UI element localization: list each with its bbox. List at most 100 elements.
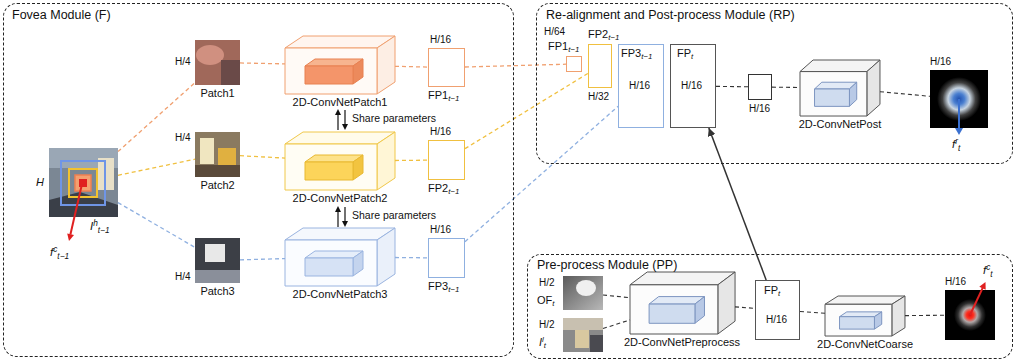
superscript: c [986, 263, 990, 272]
projection-line [240, 156, 285, 158]
input-image: H/2Ilt [563, 318, 603, 352]
convnet-cube [285, 228, 395, 286]
heatmap-ground [930, 70, 988, 128]
dimension-label: H/4 [175, 132, 191, 144]
text-run: I [539, 336, 542, 348]
cube-face [800, 60, 880, 72]
block-caption: 2D-ConvNetPost [799, 118, 882, 131]
patch-image: H/4Patch1 [195, 40, 240, 85]
refined-heatmap [930, 70, 988, 135]
dimension-label: H/64 [544, 26, 565, 38]
text-run: 2D-ConvNetPost [799, 118, 882, 130]
patch1-photo [195, 40, 240, 85]
subscript: t−1 [568, 45, 579, 54]
subscript: t−1 [98, 226, 110, 235]
dimension-label: H/16 [766, 314, 787, 326]
text-run: Share parameters [352, 112, 436, 124]
text-run: FP1 [428, 89, 448, 101]
arrow-head [342, 221, 348, 227]
photo-wall [563, 318, 603, 330]
dimension-label: H/16 [430, 34, 451, 46]
arrow-head [342, 124, 348, 130]
projection-line [603, 295, 630, 298]
patch3-photo [195, 238, 240, 283]
text-run: H/16 [430, 34, 451, 45]
text-run: Share parameters [352, 209, 436, 221]
module-region: Fovea Module (F)HIht−1H/4Patch1H/4Patch2… [3, 3, 514, 357]
dimension-label: H/32 [588, 91, 609, 103]
text-run: Patch2 [200, 179, 234, 191]
cube-face [285, 48, 377, 94]
cube-face [867, 60, 880, 116]
subscript: t [778, 289, 780, 298]
frame-label: Iht−1 [90, 219, 110, 236]
fixation-point [79, 179, 87, 187]
text-run: FP3 [428, 280, 448, 292]
subscript: t−1 [448, 285, 459, 294]
text-run: 2D-ConvNetPreprocess [624, 336, 740, 348]
cube-face [718, 272, 735, 334]
convnet-cube [800, 60, 880, 116]
text-run: H/16 [430, 126, 451, 137]
inner-block [649, 304, 695, 323]
coordinate-label: fct−1 [50, 245, 69, 262]
coarse-heatmap [945, 282, 995, 340]
dimension-label: H/4 [175, 56, 191, 68]
dimension-label: H/16 [681, 80, 702, 92]
projection-line [395, 160, 428, 162]
superscript: l [542, 335, 544, 344]
flow-arrow [709, 128, 766, 280]
subscript: t−1 [448, 94, 459, 103]
photo [49, 148, 118, 217]
text-run: FP [677, 47, 691, 59]
inner-block [840, 317, 875, 329]
dimension-label: H/16 [930, 56, 951, 68]
annotation: Share parameters [352, 112, 436, 125]
inner-block [305, 258, 353, 276]
text-run: Patch3 [200, 285, 234, 297]
text-run: OF [537, 294, 552, 306]
feature-map: FP3t−1H/16 [618, 44, 664, 128]
arrow-head [979, 282, 985, 290]
feature-map: H/64FP1t−1 [566, 56, 582, 72]
projection-line [735, 307, 755, 308]
annotation: Share parameters [352, 209, 436, 222]
text-run: Pre-process Module (PP) [537, 258, 677, 272]
photo-blur [221, 60, 240, 85]
convnet-block: 2D-ConvNetPatch3 [285, 228, 395, 286]
text-run: Fovea Module (F) [12, 8, 111, 22]
dimension-label: H [36, 176, 44, 189]
block-caption: 2D-ConvNetPatch1 [293, 96, 388, 109]
projection-line [118, 159, 195, 175]
feature-label: FP1t−1 [428, 89, 459, 104]
input-frame-picture [49, 148, 118, 241]
text-run: H/16 [629, 80, 650, 91]
text-run: Patch1 [200, 87, 234, 99]
cube-face [285, 132, 395, 144]
module-title: Re-alignment and Post-process Module (RP… [546, 8, 795, 23]
feature-map: H/16FP1t−1 [428, 48, 465, 87]
superscript: r [955, 137, 958, 146]
subscript: t−1 [57, 252, 69, 261]
inner-block [353, 59, 363, 84]
coordinate-label: fct [983, 263, 993, 280]
text-run: H/16 [430, 224, 451, 235]
convnet-cube [825, 296, 905, 336]
share-arrow-heads [335, 109, 348, 227]
flow-blob [576, 280, 596, 296]
text-run: H [36, 176, 44, 188]
text-run: FP1 [548, 40, 568, 52]
patch-image: H/4Patch3 [195, 238, 240, 283]
module-title: Pre-process Module (PP) [537, 258, 677, 273]
text-run: f [50, 246, 53, 258]
feature-label: FP3t−1 [428, 280, 459, 295]
photo-table [195, 270, 240, 283]
patch-caption: Patch3 [200, 285, 234, 298]
text-run: f [952, 138, 955, 150]
heatmap: H/16 [930, 70, 988, 128]
image-label: OFt [537, 294, 554, 309]
convnet-block: 2D-ConvNetCoarse [825, 296, 905, 336]
module-region: Pre-process Module (PP)H/2OFtH/2Ilt2D-Co… [527, 254, 1013, 359]
cube-face [377, 36, 395, 94]
